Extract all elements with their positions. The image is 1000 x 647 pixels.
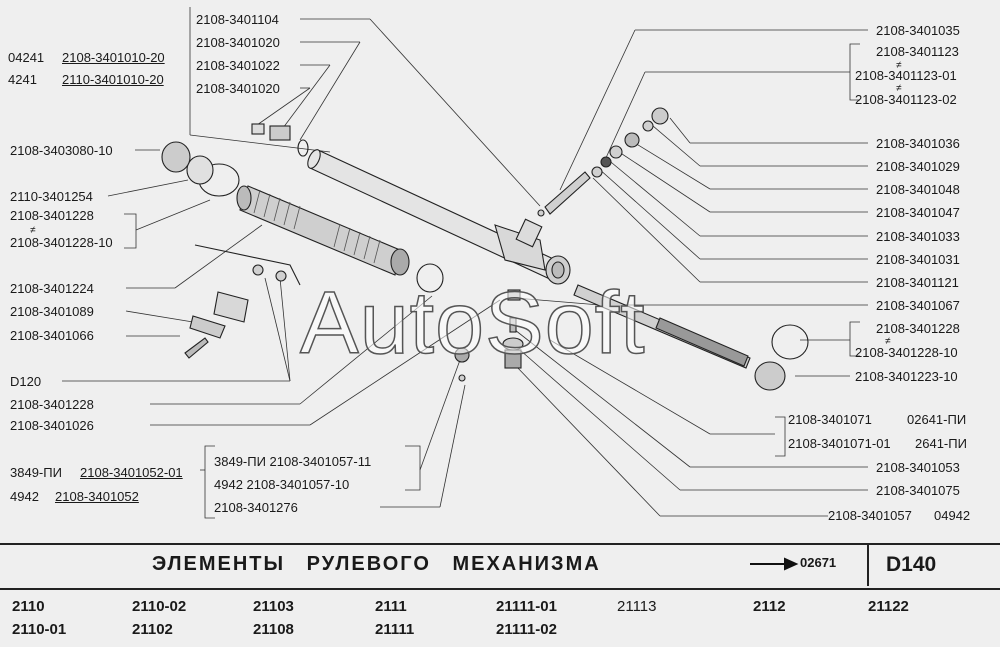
part-label: 2108-3403080-10 xyxy=(10,143,113,158)
part-label: 2108-3401071-01 xyxy=(788,436,891,451)
page-title: ЭЛЕМЕНТЫ РУЛЕВОГО МЕХАНИЗМА xyxy=(152,553,601,575)
alternative-mark: ≠ xyxy=(885,336,891,347)
part-label: 04942 xyxy=(934,508,971,523)
part-label: 2108-3401071 xyxy=(788,412,872,427)
model-number: 21122 xyxy=(868,598,909,615)
model-number: 2110-01 xyxy=(12,621,67,638)
model-number: 21102 xyxy=(132,621,173,638)
part-label: 2108-3401020 xyxy=(196,81,280,96)
part-label: D120 xyxy=(10,374,42,389)
model-number: 2110-02 xyxy=(132,598,187,615)
part-label: 2108-3401047 xyxy=(876,205,960,220)
part-label: 2108-3401067 xyxy=(876,298,960,313)
part-label: 2108-3401104 xyxy=(196,12,279,27)
part-label: 2108-3401035 xyxy=(876,23,960,38)
model-number: 21108 xyxy=(253,621,294,638)
part-label: 2108-3401075 xyxy=(876,483,960,498)
model-number: 21103 xyxy=(253,598,294,615)
part-label: 2108-3401228-10 xyxy=(10,235,113,250)
part-label: 2108-3401089 xyxy=(10,304,94,319)
alternative-mark: ≠ xyxy=(896,60,902,71)
part-number-link[interactable]: 2108-3401010-20 xyxy=(62,50,165,65)
model-number: 21113 xyxy=(617,598,657,615)
part-label: 3849-ПИ 2108-3401057-11 xyxy=(214,454,372,469)
part-number-link[interactable]: 2108-3401052 xyxy=(55,489,139,504)
part-label: 2108-3401224 xyxy=(10,281,94,296)
part-label: 2108-3401121 xyxy=(876,275,959,290)
part-number-link[interactable]: 2110-3401010-20 xyxy=(62,72,164,87)
watermark: AutoSoft xyxy=(299,272,646,373)
part-label: 4942 xyxy=(10,489,39,504)
part-label: 2108-3401123 xyxy=(876,44,959,59)
diagram-code: D140 xyxy=(886,553,937,576)
part-label: 2108-3401053 xyxy=(876,460,960,475)
part-label: 2108-3401228 xyxy=(876,321,960,336)
part-label: 2110-3401254 xyxy=(10,189,93,204)
alternative-mark: ≠ xyxy=(896,83,902,94)
part-label: 2641-ПИ xyxy=(915,436,967,451)
model-number: 21111 xyxy=(375,621,415,638)
part-label: 2108-3401022 xyxy=(196,58,280,73)
part-label: 4942 2108-3401057-10 xyxy=(214,477,350,492)
part-label: 2108-3401223-10 xyxy=(855,369,958,384)
part-label: 2108-3401123-02 xyxy=(855,92,957,107)
part-label: 04241 xyxy=(8,50,45,65)
part-label: 2108-3401048 xyxy=(876,182,960,197)
part-label: 2108-3401228-10 xyxy=(855,345,958,360)
part-label: 3849-ПИ xyxy=(10,465,62,480)
model-number: 2110 xyxy=(12,598,45,615)
part-label: 2108-3401036 xyxy=(876,136,960,151)
part-label: 2108-3401276 xyxy=(214,500,298,515)
part-label: 4241 xyxy=(8,72,37,87)
part-label: 2108-3401033 xyxy=(876,229,960,244)
part-label: 2108-3401029 xyxy=(876,159,960,174)
part-label: 02641-ПИ xyxy=(907,412,967,427)
part-label: 2108-3401020 xyxy=(196,35,280,50)
part-label: 2108-3401066 xyxy=(10,328,94,343)
part-label: 2108-3401026 xyxy=(10,418,94,433)
part-label: 2108-3401057 xyxy=(828,508,912,523)
part-label: 2108-3401123-01 xyxy=(855,68,957,83)
model-number: 2112 xyxy=(753,598,786,615)
alternative-mark: ≠ xyxy=(30,225,36,236)
model-number: 21111-02 xyxy=(496,621,557,638)
part-label: 2108-3401228 xyxy=(10,397,94,412)
reference-link[interactable]: 02671 xyxy=(800,555,837,570)
title-bar xyxy=(0,543,1000,590)
part-label: 2108-3401031 xyxy=(876,252,960,267)
part-label: 2108-3401228 xyxy=(10,208,94,223)
model-number: 21111-01 xyxy=(496,598,557,615)
model-number: 2111 xyxy=(375,598,407,615)
part-number-link[interactable]: 2108-3401052-01 xyxy=(80,465,183,480)
